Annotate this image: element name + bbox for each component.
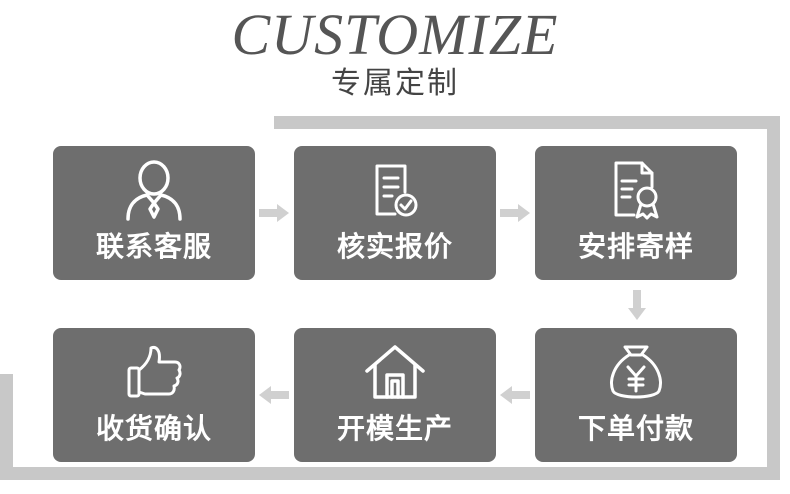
frame-right-line [767, 116, 780, 480]
subtitle: 专属定制 [331, 66, 459, 101]
step-label: 收货确认 [95, 412, 212, 445]
document-check-icon [294, 158, 496, 222]
step-label: 下单付款 [577, 412, 694, 445]
step-arrange-sample: 安排寄样 [535, 146, 737, 280]
arrow-right-icon [500, 204, 530, 222]
arrow-down-icon [628, 290, 646, 320]
step-confirm-receipt: 收货确认 [53, 328, 255, 462]
step-label: 安排寄样 [577, 230, 694, 263]
arrow-left-icon [500, 386, 530, 404]
step-contact-service: 联系客服 [53, 146, 255, 280]
arrow-right-icon [259, 204, 289, 222]
frame-top-line [274, 116, 780, 129]
thumbs-up-icon [53, 340, 255, 404]
frame-left-line [0, 374, 13, 480]
house-icon [294, 340, 496, 404]
step-label: 核实报价 [336, 230, 453, 263]
frame-bottom-line [0, 467, 780, 480]
step-place-order-pay: 下单付款 [535, 328, 737, 462]
customer-service-person-icon [53, 158, 255, 222]
step-verify-quote: 核实报价 [294, 146, 496, 280]
certificate-icon [535, 158, 737, 222]
step-label: 联系客服 [95, 230, 212, 263]
step-mold-production: 开模生产 [294, 328, 496, 462]
arrow-left-icon [259, 386, 289, 404]
step-label: 开模生产 [336, 412, 453, 445]
title: CUSTOMIZE [231, 2, 559, 67]
money-bag-icon [535, 340, 737, 404]
